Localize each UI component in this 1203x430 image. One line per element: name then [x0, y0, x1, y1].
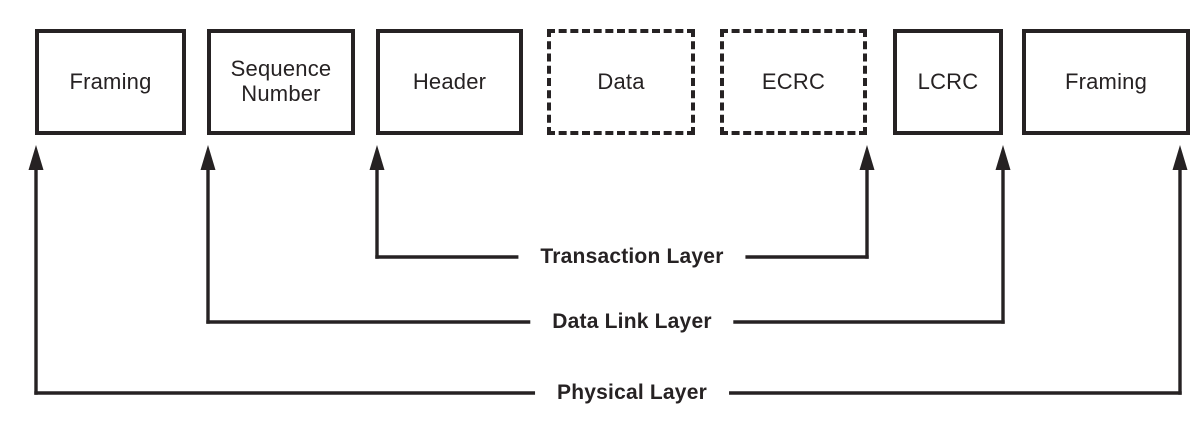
- arrow-up-icon: [200, 145, 216, 170]
- box-label: Framing: [1064, 68, 1148, 94]
- arrow-up-icon: [859, 145, 875, 170]
- box-label: Framing: [69, 68, 152, 94]
- box-label: Data: [597, 68, 645, 94]
- box-label: LCRC: [917, 68, 979, 94]
- box-label: ECRC: [761, 68, 826, 94]
- arrow-up-icon: [28, 145, 44, 170]
- box-sequence-number: Sequence Number: [207, 29, 355, 135]
- box-lcrc: LCRC: [893, 29, 1003, 135]
- transaction-layer-bracket: [369, 145, 875, 259]
- layer-label-transaction: Transaction Layer: [518, 243, 746, 271]
- box-framing-start: Framing: [35, 29, 186, 135]
- arrow-up-icon: [995, 145, 1011, 170]
- box-label: Sequence Number: [230, 56, 332, 106]
- arrow-up-icon: [369, 145, 385, 170]
- box-data: Data: [547, 29, 695, 135]
- box-framing-end: Framing: [1022, 29, 1190, 135]
- box-label: Header: [412, 68, 487, 94]
- box-ecrc: ECRC: [720, 29, 867, 135]
- arrow-up-icon: [1172, 145, 1188, 170]
- data-link-layer-bracket: [200, 145, 1011, 324]
- layer-label-physical: Physical Layer: [535, 379, 729, 407]
- layer-label-data-link: Data Link Layer: [530, 308, 734, 336]
- box-header: Header: [376, 29, 523, 135]
